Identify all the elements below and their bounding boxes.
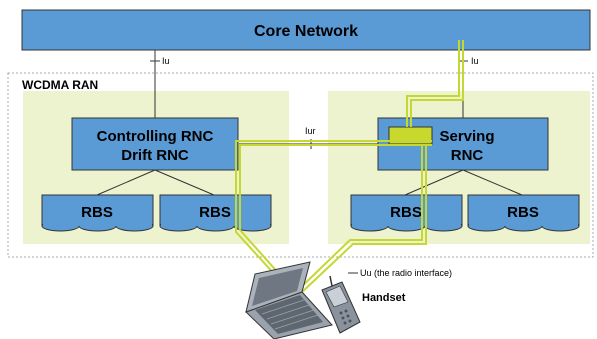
rbs-label: RBS (507, 204, 539, 221)
iu-label-left: Iu (162, 56, 170, 66)
core-network-box[interactable] (21, 9, 591, 51)
handset-icon[interactable] (245, 261, 361, 339)
controlling-rnc-label-line2: Drift RNC (121, 147, 189, 164)
iu-label-right: Iu (471, 56, 479, 66)
rbs-left-2[interactable]: RBS (159, 194, 272, 232)
rbs-right-1[interactable]: RBS (350, 194, 463, 232)
rbs-left-1[interactable]: RBS (41, 194, 154, 232)
serving-rnc-label-line2: RNC (451, 147, 484, 164)
rbs-link-left-1 (96, 169, 156, 196)
rbs-label: RBS (81, 204, 113, 221)
serving-rnc-label-line1: Serving (439, 128, 494, 145)
rbs-label: RBS (199, 204, 231, 221)
uu-label: Uu (the radio interface) (360, 268, 452, 278)
controlling-rnc-box[interactable] (71, 117, 239, 171)
core-network-label: Core Network (254, 23, 358, 40)
ran-boundary (7, 72, 594, 258)
iur-label: Iur (305, 126, 316, 136)
rbs-link-left-2 (154, 169, 215, 196)
rbs-right-2[interactable]: RBS (467, 194, 580, 232)
rbs-link-right-1 (404, 169, 464, 196)
data-path (235, 40, 464, 295)
handset-label: Handset (362, 292, 406, 304)
ran-label: WCDMA RAN (22, 78, 98, 92)
controlling-rnc-label-line1: Controlling RNC (97, 128, 214, 145)
rbs-label: RBS (390, 204, 422, 221)
rbs-link-right-2 (462, 169, 523, 196)
